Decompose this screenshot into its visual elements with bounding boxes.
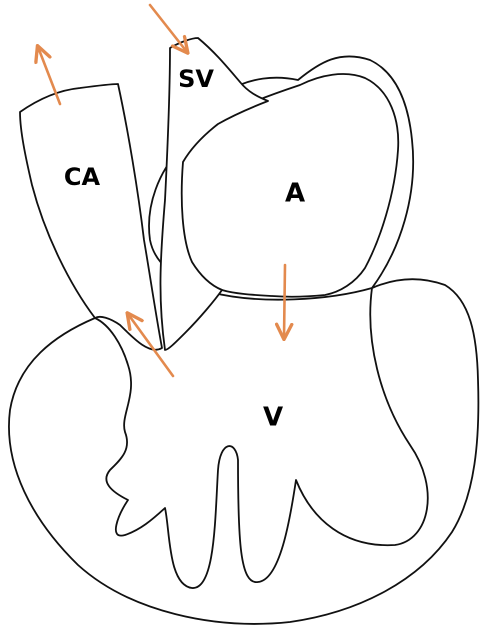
ventricle-outline: [9, 279, 478, 624]
label-a: A: [285, 179, 305, 209]
label-ca: CA: [64, 163, 101, 191]
conus-arteriosus-outline: [20, 84, 162, 350]
arrow-into-sinus-venosus: [150, 5, 187, 52]
label-v: V: [263, 403, 283, 433]
arrow-atrium-to-ventricle: [284, 265, 285, 338]
label-sv: SV: [178, 65, 214, 93]
